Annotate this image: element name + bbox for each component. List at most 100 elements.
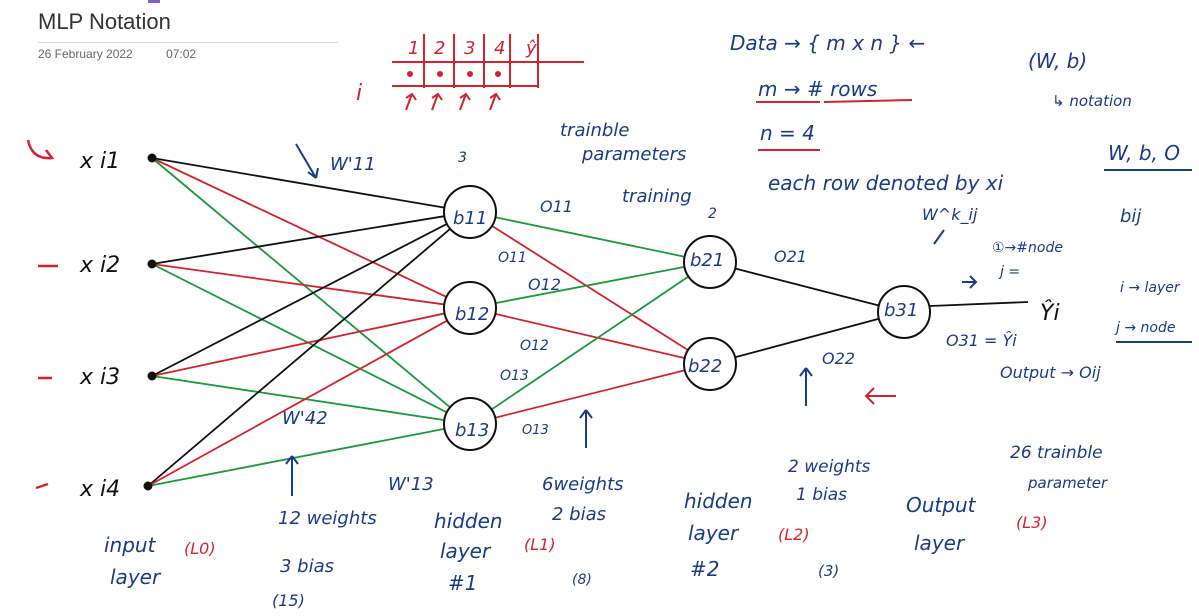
label-o13: O13 (500, 368, 529, 384)
input-label-x4: x i4 (79, 477, 120, 502)
label-o31: O31 = Ŷi (946, 331, 1017, 350)
page-title: MLP Notation (38, 9, 171, 34)
edge-b12-b21 (495, 266, 685, 304)
edge-output (929, 301, 1029, 307)
edge-b13-b22 (495, 369, 685, 419)
title-divider (38, 42, 338, 43)
edge-b21-b31 (734, 267, 880, 307)
node-label-b22: b22 (688, 356, 722, 377)
data-n: n = 4 (760, 121, 815, 145)
input-node-x2 (147, 259, 157, 269)
red-dash-x4 (35, 482, 49, 490)
label-o11: O11 (540, 197, 573, 216)
edge-b22-b31 (734, 317, 880, 359)
table-cell-dot-2 (437, 71, 443, 77)
table-cell-dot-3 (467, 71, 473, 77)
layer-h2-line3: #2 (690, 557, 719, 581)
arrow-12-weights (285, 455, 299, 496)
node-label-b13: b13 (455, 420, 489, 441)
node-label-b21: b21 (690, 250, 724, 271)
edge-x1-b13 (151, 157, 451, 409)
data-wbo: W, b, O (1108, 141, 1180, 165)
underline-rows (823, 99, 913, 103)
weight-w113: W'13 (388, 474, 434, 495)
label-jeq: j = (998, 264, 1020, 280)
layer-out-count: (3) (818, 562, 839, 580)
node-label-b31: b31 (884, 300, 918, 321)
node-label-b11: b11 (453, 208, 487, 229)
table-up-arrow-4 (489, 92, 501, 111)
arrow-6-weights (579, 409, 593, 448)
label-wijk: W^k_ij (922, 205, 978, 225)
data-wb: (W, b) (1028, 49, 1087, 73)
label-training: training (622, 186, 692, 207)
input-node-x3 (147, 371, 157, 381)
page-time: 07:02 (166, 47, 197, 61)
hidden2-node-b22 (683, 337, 737, 391)
edge-x2-b12 (151, 263, 445, 306)
arrow-wijk (933, 229, 945, 245)
layer-out-tag: (L3) (1016, 513, 1048, 532)
total-line2: parameter (1027, 474, 1108, 492)
edge-x4-b13 (147, 428, 445, 487)
total-line1: 26 trainble (1010, 443, 1103, 463)
tab-indicator (148, 0, 160, 3)
layer-input-line2: layer (110, 565, 162, 589)
edge-b13-b21 (491, 275, 689, 411)
arrow-o22 (799, 367, 813, 406)
edge-x2-b11 (151, 215, 445, 265)
hidden1-node-b12 (443, 281, 497, 335)
data-label: Data → { m x n } ← (730, 31, 925, 55)
layer-out-weights: 2 weights (788, 457, 871, 477)
layer-out-line1: Output (906, 493, 977, 517)
hidden1-node-b13 (443, 397, 497, 451)
edge-x4-b11 (147, 228, 451, 487)
label-o21: O21 (774, 247, 807, 266)
input-label-x3: x i3 (79, 365, 120, 390)
layer-h2-line1: hidden (684, 489, 753, 513)
layer-input-tag: (L0) (184, 539, 216, 558)
page-meta: 26 February 2022 07:02 (38, 47, 196, 61)
layer-h1-tag: (L1) (524, 535, 556, 554)
edge-x1-b11 (151, 157, 445, 209)
layer-out-bias: 1 bias (796, 485, 847, 505)
arrow-o31 (962, 275, 978, 289)
layer-h1-bias: 3 bias (280, 556, 334, 577)
layer-h2-bias: 2 bias (552, 504, 606, 525)
arrow-w111 (295, 143, 319, 179)
page-header: MLP Notation (38, 6, 338, 38)
table-up-arrow-2 (431, 92, 443, 111)
input-node-x1 (147, 153, 157, 163)
layer-h1-line2: layer (440, 539, 492, 563)
layer-h1-line1: hidden (434, 509, 503, 533)
data-notation: ↳ notation (1052, 92, 1132, 110)
table-header-5: ŷ (525, 38, 537, 59)
output-node-b31 (877, 285, 931, 339)
layer-h2-count: (8) (572, 572, 592, 588)
input-node-x4 (143, 481, 153, 491)
label-bij: bij (1120, 206, 1141, 227)
input-label-x2: x i2 (79, 253, 120, 278)
label-o12b: O12 (520, 338, 549, 354)
input-label-x1: x i1 (79, 149, 120, 174)
layer-h2-tag: (L2) (778, 525, 810, 544)
table-cell-dot-4 (495, 71, 501, 77)
table-header-3: 3 (464, 38, 475, 59)
label-parameters: parameters (581, 144, 686, 165)
layer-input-line1: input (104, 533, 157, 557)
edge-b11-b22 (491, 225, 689, 351)
edge-x1-b12 (151, 157, 447, 298)
data-each-row: each row denoted by xi (768, 171, 1004, 195)
edge-b11-b21 (495, 216, 685, 258)
layer-h2-weights: 6weights (542, 474, 624, 495)
hidden2-node-b21 (683, 235, 737, 289)
label-trainable: trainble (560, 120, 629, 141)
label-i-layer: i → layer (1120, 280, 1181, 296)
edge-x3-b13 (151, 375, 445, 422)
layer-h1-weights: 12 weights (278, 508, 377, 529)
label-node: ①→#node (992, 240, 1063, 256)
layer-out-line2: layer (914, 531, 966, 555)
table-header-1: 1 (408, 38, 419, 59)
layer-h1-count: (15) (272, 591, 305, 610)
data-m-rows: m → # rows (758, 77, 877, 101)
